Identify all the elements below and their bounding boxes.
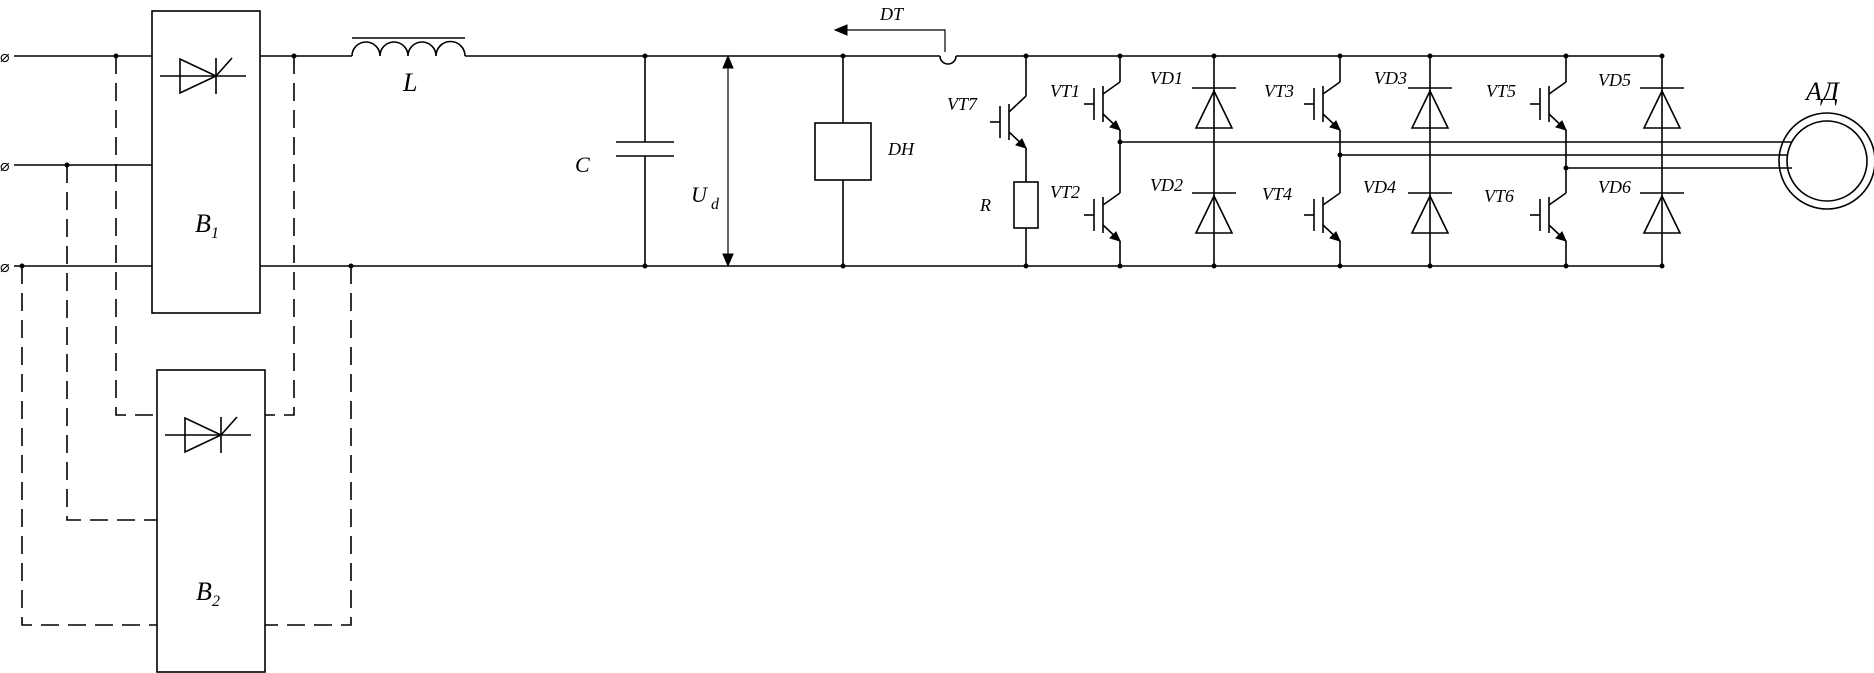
input-terminals: ⌀ ⌀ ⌀ <box>0 47 152 276</box>
voltage-label: U <box>691 182 709 207</box>
dt-label: DT <box>879 4 905 24</box>
b1-subscript: 1 <box>211 225 219 242</box>
transistor-vt4: VT4 <box>1262 184 1341 242</box>
transistor-vt1: VT1 <box>1050 81 1121 131</box>
diode-vd1: VD1 <box>1150 68 1237 129</box>
vt7-label: VT7 <box>947 94 978 114</box>
b2-dashed-connections <box>19 53 354 626</box>
terminal-3: ⌀ <box>0 257 10 276</box>
inductor-label: L <box>402 68 417 97</box>
voltage-ud: U d <box>691 54 734 268</box>
diode-vd3: VD3 <box>1374 68 1453 129</box>
vd2-label: VD2 <box>1150 175 1183 195</box>
diode-vd2: VD2 <box>1150 175 1237 234</box>
vd3-label: VD3 <box>1374 68 1407 88</box>
terminal-2: ⌀ <box>0 156 10 175</box>
vd4-label: VD4 <box>1363 177 1396 197</box>
voltage-subscript: d <box>711 196 720 213</box>
vt3-label: VT3 <box>1264 81 1294 101</box>
brake-chopper: VT7 R <box>947 53 1039 269</box>
transistor-vt2: VT2 <box>1050 182 1121 242</box>
motor-label: АД <box>1804 77 1840 106</box>
diode-vd6: VD6 <box>1598 177 1685 234</box>
sensor-dh: DH <box>814 53 915 269</box>
vd6-label: VD6 <box>1598 177 1631 197</box>
b2-subscript: 2 <box>212 593 220 610</box>
vt4-label: VT4 <box>1262 184 1292 204</box>
diode-vd5: VD5 <box>1598 70 1685 129</box>
transistor-vt6: VT6 <box>1484 186 1567 242</box>
transistor-vt5: VT5 <box>1486 81 1567 131</box>
vt2-label: VT2 <box>1050 182 1080 202</box>
rectifier-b1: B 1 <box>151 10 261 314</box>
vd5-label: VD5 <box>1598 70 1631 90</box>
rectifier-b2: B 2 <box>156 369 266 673</box>
inverter: VT1 VT2 VD1 VD2 <box>1050 53 1792 269</box>
vt6-label: VT6 <box>1484 186 1514 206</box>
b1-label: B <box>195 209 211 238</box>
b2-label: B <box>196 577 212 606</box>
dh-label: DH <box>887 139 915 159</box>
vd1-label: VD1 <box>1150 68 1183 88</box>
terminal-1: ⌀ <box>0 47 10 66</box>
sensor-dt: DT <box>833 4 957 65</box>
vt1-label: VT1 <box>1050 81 1080 101</box>
inductor-l: L <box>351 37 466 97</box>
motor-ad: АД <box>1778 77 1874 210</box>
transistor-vt3: VT3 <box>1264 81 1341 131</box>
vt5-label: VT5 <box>1486 81 1516 101</box>
capacitor-label: C <box>575 152 590 177</box>
diode-vd4: VD4 <box>1363 177 1453 234</box>
capacitor-c: C <box>575 53 674 269</box>
resistor-label: R <box>979 195 991 215</box>
